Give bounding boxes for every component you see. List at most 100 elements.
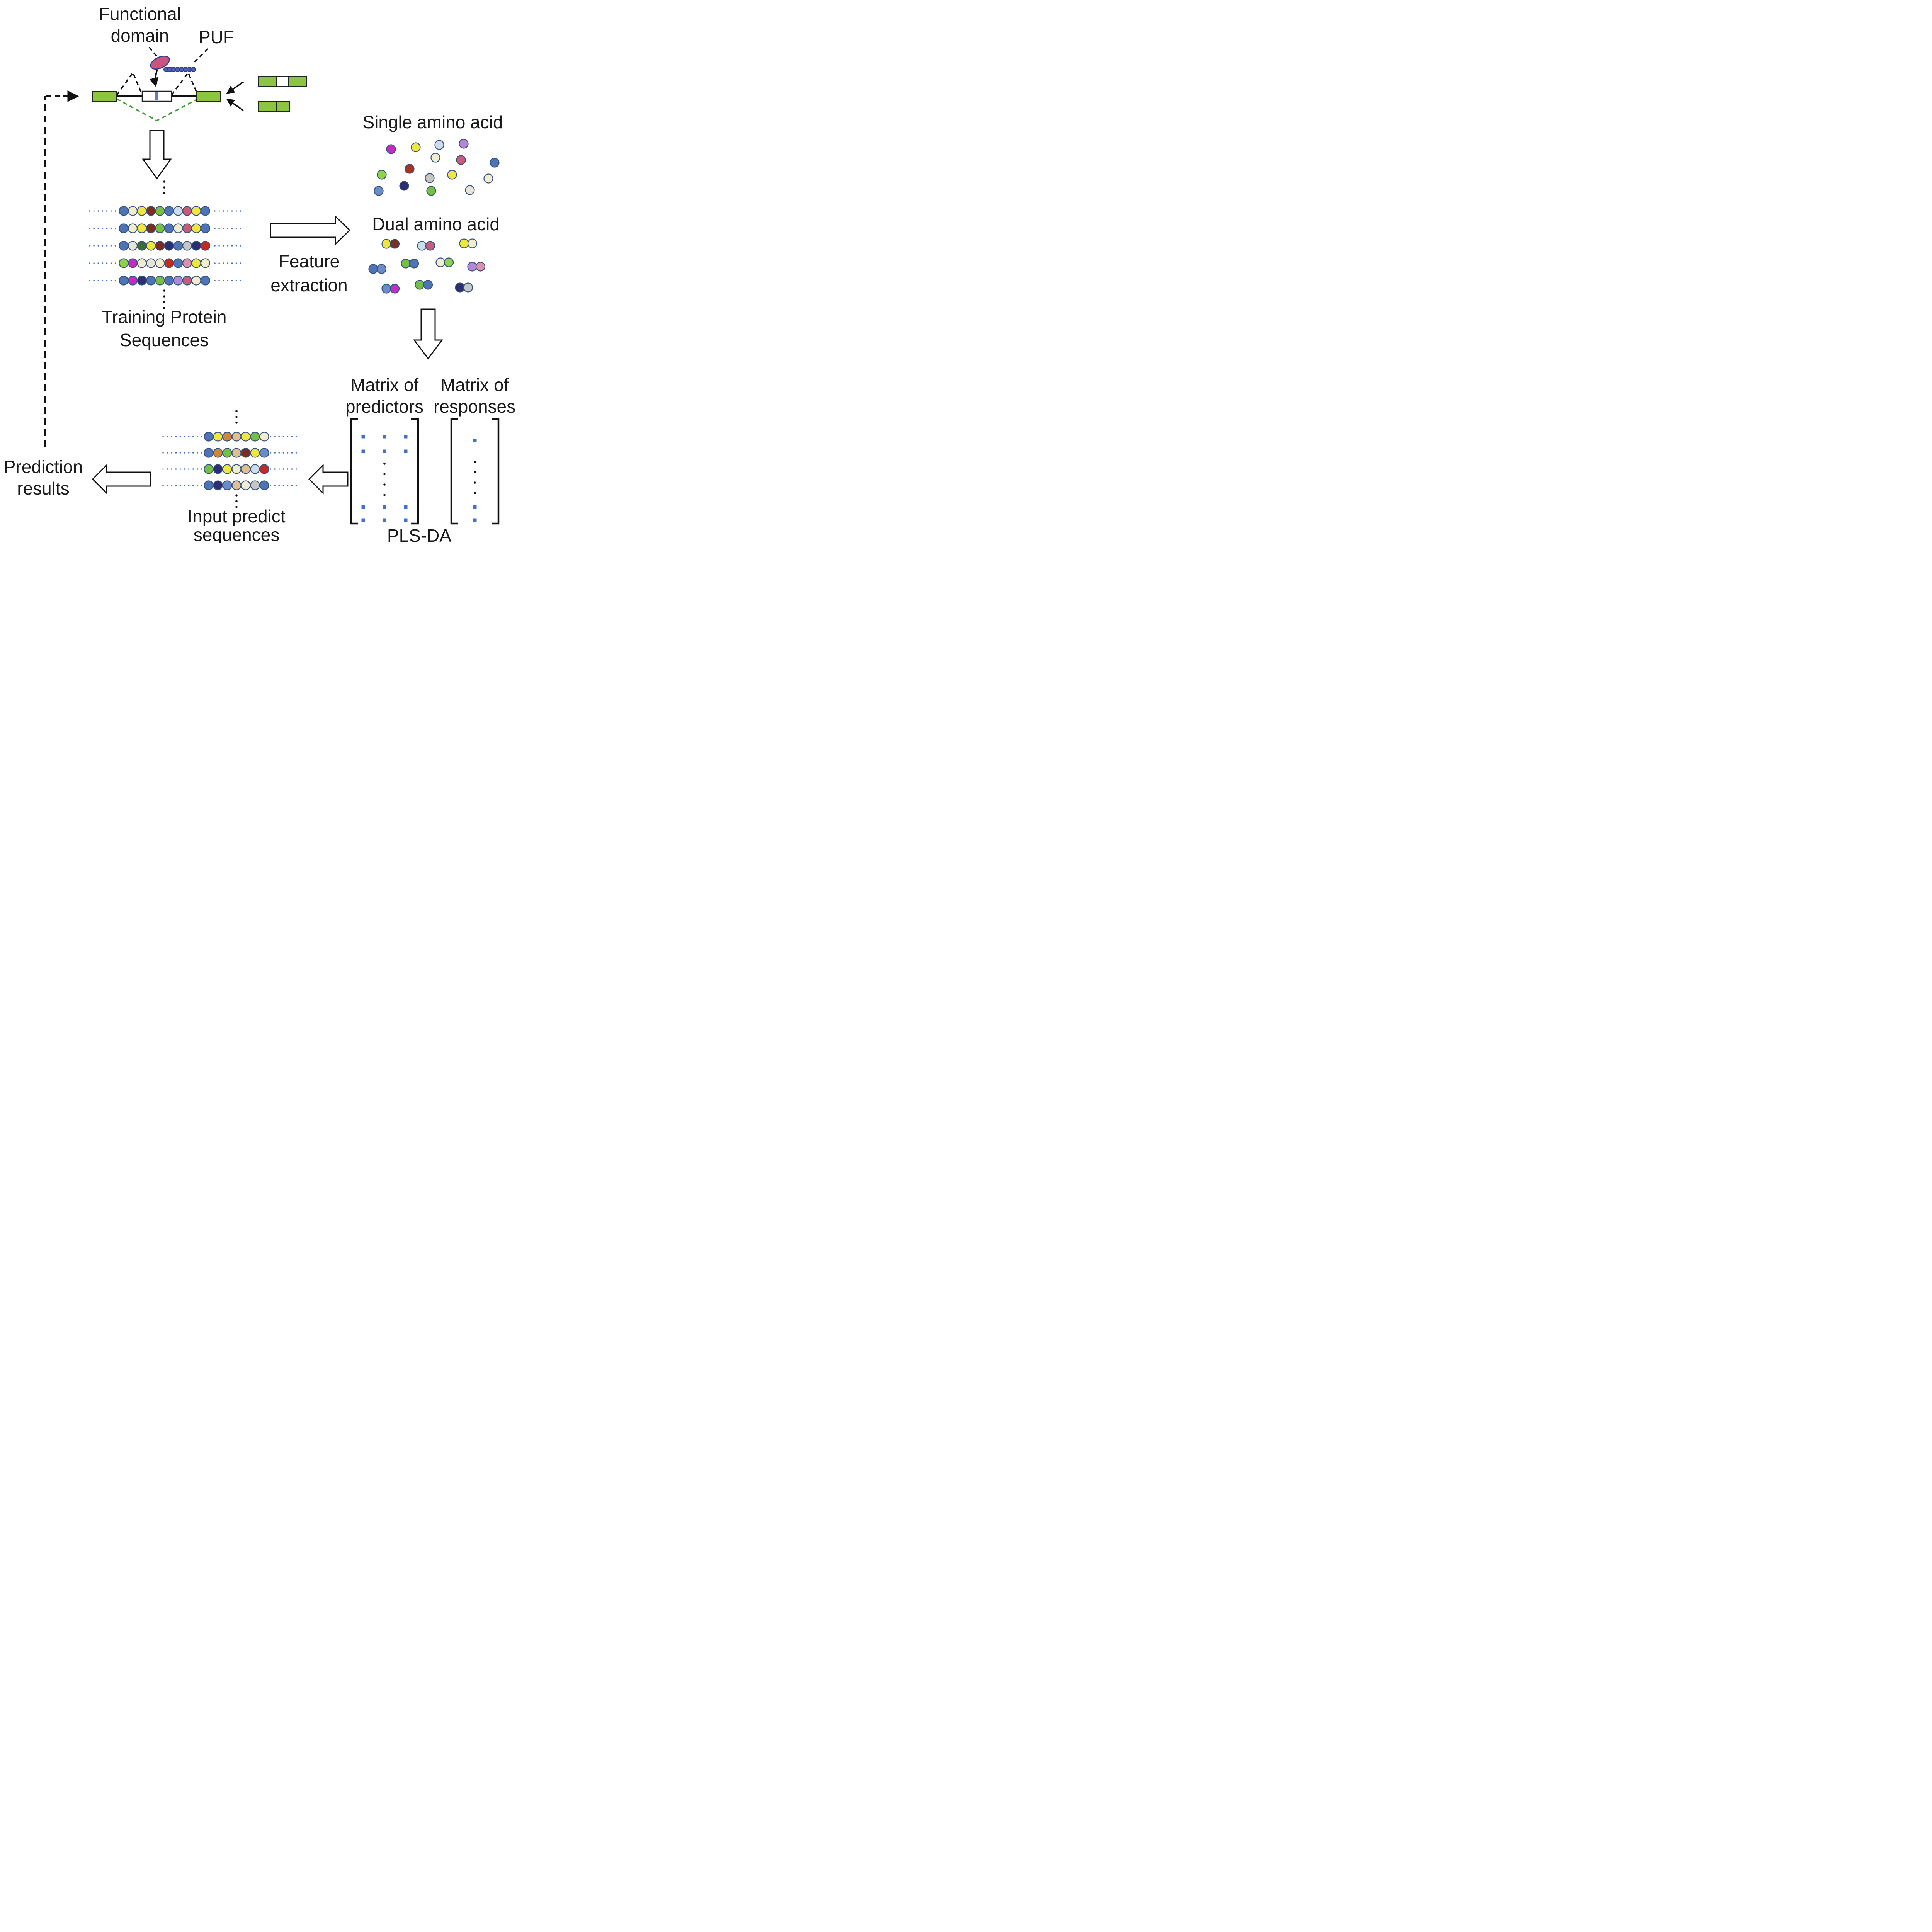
amino-acid-circle (137, 223, 147, 233)
puf-helix-coil (190, 67, 196, 72)
amino-acid-circle (259, 480, 269, 490)
amino-acid-circle (137, 206, 147, 216)
amino-acid-circle (401, 259, 411, 269)
amino-acid-circle (200, 276, 211, 286)
domain-binding-arrow (149, 69, 159, 87)
amino-acid-circle (200, 206, 211, 216)
training-label-line2: Sequences (120, 330, 209, 350)
amino-acid-circle (204, 464, 214, 474)
input-sequences-label: Input predict (187, 506, 285, 526)
amino-acid-circle (191, 276, 201, 286)
ellipsis-dot (235, 422, 238, 424)
amino-acid-circle (231, 448, 242, 458)
amino-acid-circle (128, 206, 138, 216)
ellipsis-dot (474, 471, 476, 473)
matrix-value-dot (383, 435, 386, 439)
matrix-value-dot (473, 518, 477, 522)
ellipsis-dot (474, 461, 476, 463)
amino-acid-circle (425, 173, 435, 183)
puf-pointer-line (192, 48, 209, 65)
amino-acid-circle (128, 223, 138, 233)
training-sequences-block (89, 180, 242, 309)
matrix-predictors-label: Matrix of (350, 375, 419, 395)
matrix-value-dot (383, 518, 386, 522)
amino-acid-circle (411, 142, 421, 152)
amino-acid-circle (467, 238, 478, 248)
amino-acid-circle (475, 262, 486, 272)
ellipsis-dot (163, 307, 165, 309)
ellipsis-dot (235, 416, 238, 418)
amino-acid-circle (250, 432, 260, 442)
response-matrix-values (473, 439, 477, 522)
amino-acid-circle (155, 206, 165, 216)
amino-acid-circle (241, 464, 251, 474)
ellipsis-dot (383, 494, 386, 496)
ellipsis-dot (163, 180, 165, 183)
amino-acid-circle (119, 276, 129, 286)
amino-acid-circle (155, 276, 165, 286)
amino-acid-circle (128, 258, 138, 268)
amino-acid-circle (250, 480, 260, 490)
functional-domain-pointer-line (148, 46, 158, 57)
ellipsis-dot (235, 506, 238, 508)
amino-acid-circle (426, 186, 436, 196)
matrix-predictors-label-line2: predictors (345, 396, 423, 417)
amino-acid-circle (376, 264, 387, 274)
amino-acid-circle (191, 241, 201, 251)
isoform-arrow-bottom (226, 99, 244, 111)
ellipsis-dot (163, 295, 165, 298)
amino-acid-circle (459, 238, 469, 248)
single-amino-label: Single amino acid (362, 112, 503, 132)
amino-acid-circle (259, 464, 269, 474)
isoform-included (258, 76, 307, 87)
amino-acid-circle (173, 258, 183, 268)
amino-acid-circle (182, 206, 192, 216)
ellipsis-dot (383, 483, 386, 486)
amino-acid-circle (182, 276, 192, 286)
amino-acid-circle (200, 241, 211, 251)
functional-domain-shape (150, 55, 170, 70)
amino-acid-circle (231, 480, 242, 490)
amino-acid-circle (435, 257, 446, 267)
amino-acid-circle (119, 241, 129, 251)
amino-acid-circle (241, 480, 251, 490)
amino-acid-circle (213, 448, 223, 458)
matrix-value-dot (383, 505, 386, 509)
amino-acid-circle (191, 258, 201, 268)
amino-acid-circle (200, 258, 211, 268)
amino-acid-circle (155, 258, 165, 268)
amino-acid-circle (409, 259, 419, 269)
amino-acid-circle (204, 448, 214, 458)
single-amino-scatter (374, 139, 500, 196)
amino-acid-circle (381, 239, 391, 249)
amino-acid-circle (368, 264, 378, 274)
ellipsis-dot (235, 500, 238, 502)
matrix-responses-label: Matrix of (440, 375, 509, 395)
amino-acid-circle (425, 241, 435, 251)
amino-acid-circle (182, 258, 192, 268)
predictor-bracket-left (350, 418, 358, 525)
amino-acid-circle (164, 223, 174, 233)
amino-acid-circle (423, 280, 433, 290)
matrix-value-dot (473, 439, 477, 442)
amino-acid-circle (405, 164, 415, 174)
amino-acid-circle (231, 464, 242, 474)
isoform-arrow-top (226, 81, 244, 94)
amino-acid-circle (128, 241, 138, 251)
matrix-value-dot (404, 449, 408, 453)
amino-acid-circle (146, 258, 156, 268)
amino-acid-circle (119, 223, 129, 233)
splice-path-left (116, 71, 143, 96)
amino-acid-circle (417, 241, 427, 251)
arrow-input-to-prediction (92, 464, 151, 495)
amino-acid-circle (222, 432, 232, 442)
amino-acid-circle (467, 262, 477, 272)
workflow-diagram: Functional domain PUF Training Protein S… (4, 4, 515, 546)
functional-domain-label: Functional (99, 4, 181, 24)
amino-acid-circle (463, 282, 473, 293)
amino-acid-circle (191, 206, 201, 216)
amino-acid-circle (128, 276, 138, 286)
amino-acid-circle (204, 432, 214, 442)
arrow-feature-extraction (270, 215, 351, 246)
arrow-features-to-matrices (413, 308, 443, 360)
